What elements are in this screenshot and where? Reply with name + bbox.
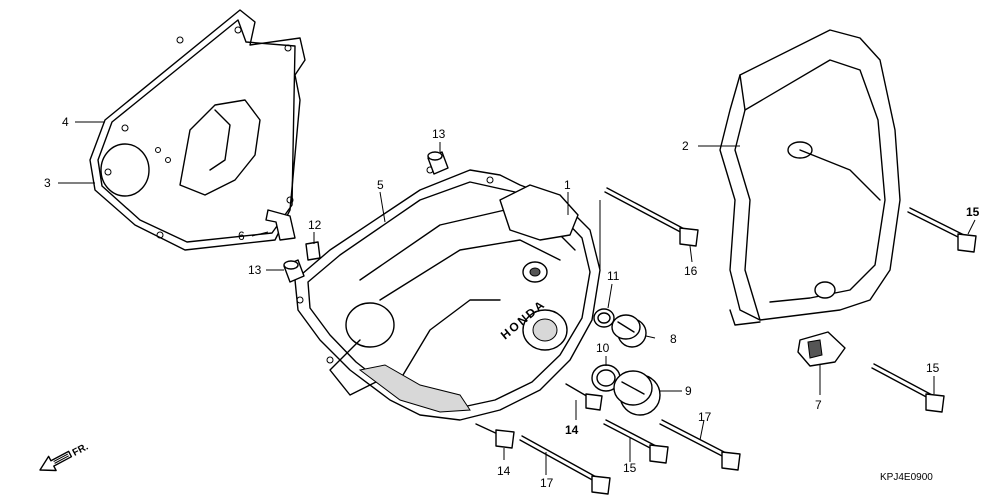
callout-4: 4 bbox=[62, 115, 69, 129]
crankshaft-hole-cap bbox=[613, 370, 661, 416]
callout-14-left: 14 bbox=[497, 464, 511, 478]
callout-6: 6 bbox=[238, 229, 245, 243]
callout-14-center: 14 bbox=[565, 423, 579, 437]
bolt-17-right bbox=[659, 419, 741, 471]
drive-sprocket-cover bbox=[719, 29, 901, 326]
callout-10: 10 bbox=[596, 341, 610, 355]
callout-8: 8 bbox=[670, 332, 677, 346]
callout-17-left: 17 bbox=[540, 476, 554, 490]
bolt-15-center bbox=[603, 419, 669, 464]
dowel-collar-lower bbox=[283, 259, 305, 283]
callout-12: 12 bbox=[308, 218, 322, 232]
callout-15-upper: 15 bbox=[966, 205, 980, 219]
o-ring-small bbox=[593, 308, 615, 328]
cover-plate-gasket bbox=[89, 9, 306, 251]
callout-5: 5 bbox=[377, 178, 384, 192]
callout-labels: 4 3 1 2 5 6 11 7 13 13 12 8 10 9 14 14 1… bbox=[44, 115, 980, 490]
bolt-14-left bbox=[475, 423, 515, 449]
front-arrow-label: FR. bbox=[71, 441, 91, 458]
callout-11: 11 bbox=[607, 269, 620, 283]
leader-lines bbox=[58, 121, 976, 475]
timing-hole-cap bbox=[611, 314, 647, 348]
callout-17-right: 17 bbox=[698, 410, 712, 424]
front-direction-indicator: FR. bbox=[39, 441, 91, 472]
callout-3: 3 bbox=[44, 176, 51, 190]
harness-clamp bbox=[265, 209, 296, 241]
bolt-14-center bbox=[565, 383, 603, 411]
left-crankcase-cover: HONDA bbox=[294, 166, 601, 421]
bolt-15-lower bbox=[871, 363, 945, 413]
bolt-15-upper bbox=[907, 207, 977, 253]
callout-15-lower: 15 bbox=[926, 361, 940, 375]
dowel-collar-upper bbox=[427, 151, 449, 175]
callout-7: 7 bbox=[815, 398, 822, 412]
bolt-17-left bbox=[519, 435, 611, 495]
callout-15-center: 15 bbox=[623, 461, 637, 475]
callout-16: 16 bbox=[684, 264, 698, 278]
callout-2: 2 bbox=[682, 139, 689, 153]
callout-1: 1 bbox=[564, 178, 571, 192]
bolt-16 bbox=[604, 187, 699, 247]
o-ring-large bbox=[591, 364, 621, 392]
cable-clamp bbox=[797, 331, 846, 367]
callout-9: 9 bbox=[685, 384, 692, 398]
callout-13-upper: 13 bbox=[432, 127, 446, 141]
small-bolt bbox=[305, 241, 321, 261]
callout-13-lower: 13 bbox=[248, 263, 262, 277]
diagram-code: KPJ4E0900 bbox=[880, 472, 933, 483]
